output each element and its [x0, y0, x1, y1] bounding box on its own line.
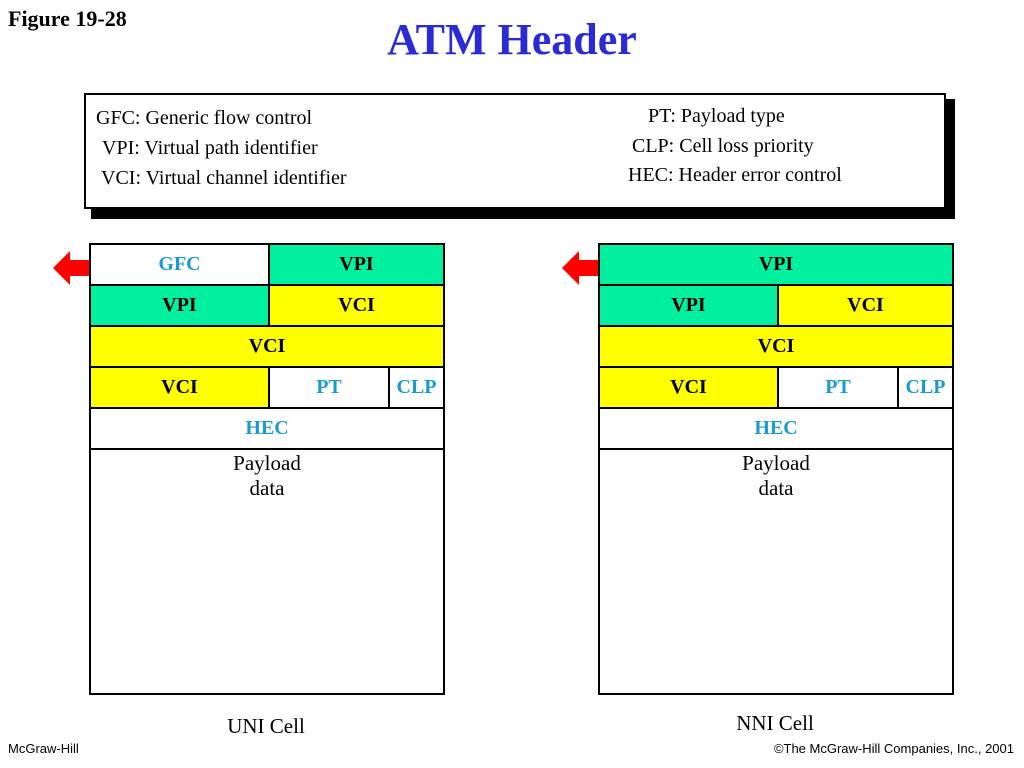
uni-vpi-field-2: VPI [91, 286, 268, 325]
legend-vpi: VPI: Virtual path identifier [102, 137, 318, 159]
figure-label: Figure 19-28 [8, 6, 127, 31]
uni-vci-field-2: VCI [91, 327, 443, 366]
nni-row-5: HEC [600, 409, 952, 450]
uni-clp-field: CLP [388, 368, 443, 407]
nni-cell-diagram: VPI VPI VCI VCI VCI PT CLP HEC Payload d… [598, 243, 954, 695]
legend-vci: VCI: Virtual channel identifier [101, 167, 347, 189]
uni-vpi-field: VPI [268, 245, 443, 284]
uni-row-5: HEC [91, 409, 443, 450]
footer-copyright: ©The McGraw-Hill Companies, Inc., 2001 [773, 741, 1014, 756]
nni-vci-field-2: VCI [600, 327, 952, 366]
footer-publisher: McGraw-Hill [8, 741, 79, 756]
nni-row-1: VPI [600, 245, 952, 286]
uni-vci-field-3: VCI [91, 368, 268, 407]
uni-gfc-field: GFC [91, 245, 268, 284]
page-title: ATM Header [387, 15, 637, 64]
uni-pt-field: PT [268, 368, 388, 407]
nni-payload-line-1: Payload [742, 451, 810, 475]
uni-row-4: VCI PT CLP [91, 368, 443, 409]
uni-arrow-icon [53, 251, 93, 285]
nni-row-3: VCI [600, 327, 952, 368]
uni-vci-field: VCI [268, 286, 443, 325]
nni-vci-field-3: VCI [600, 368, 777, 407]
nni-payload: Payload data [600, 451, 952, 501]
legend-hec: HEC: Header error control [628, 164, 842, 186]
nni-vpi-field: VPI [600, 245, 952, 284]
nni-hec-field: HEC [600, 409, 952, 448]
uni-cell-diagram: GFC VPI VPI VCI VCI VCI PT CLP HEC Paylo… [89, 243, 445, 695]
legend-gfc: GFC: Generic flow control [96, 107, 313, 129]
uni-row-2: VPI VCI [91, 286, 443, 327]
nni-payload-line-2: data [758, 476, 794, 500]
nni-vpi-field-2: VPI [600, 286, 777, 325]
legend-pt: PT: Payload type [648, 105, 785, 127]
uni-payload: Payload data [91, 451, 443, 501]
uni-hec-field: HEC [91, 409, 443, 448]
nni-row-4: VCI PT CLP [600, 368, 952, 409]
nni-vci-field: VCI [777, 286, 952, 325]
nni-row-2: VPI VCI [600, 286, 952, 327]
uni-row-1: GFC VPI [91, 245, 443, 286]
legend-clp: CLP: Cell loss priority [632, 135, 814, 157]
legend-box: GFC: Generic flow control VPI: Virtual p… [84, 93, 946, 209]
nni-cell-label: NNI Cell [736, 711, 814, 735]
uni-payload-line-1: Payload [233, 451, 301, 475]
uni-cell-label: UNI Cell [227, 714, 305, 738]
nni-clp-field: CLP [897, 368, 952, 407]
nni-pt-field: PT [777, 368, 897, 407]
nni-arrow-icon [562, 251, 602, 285]
uni-payload-line-2: data [249, 476, 285, 500]
uni-row-3: VCI [91, 327, 443, 368]
